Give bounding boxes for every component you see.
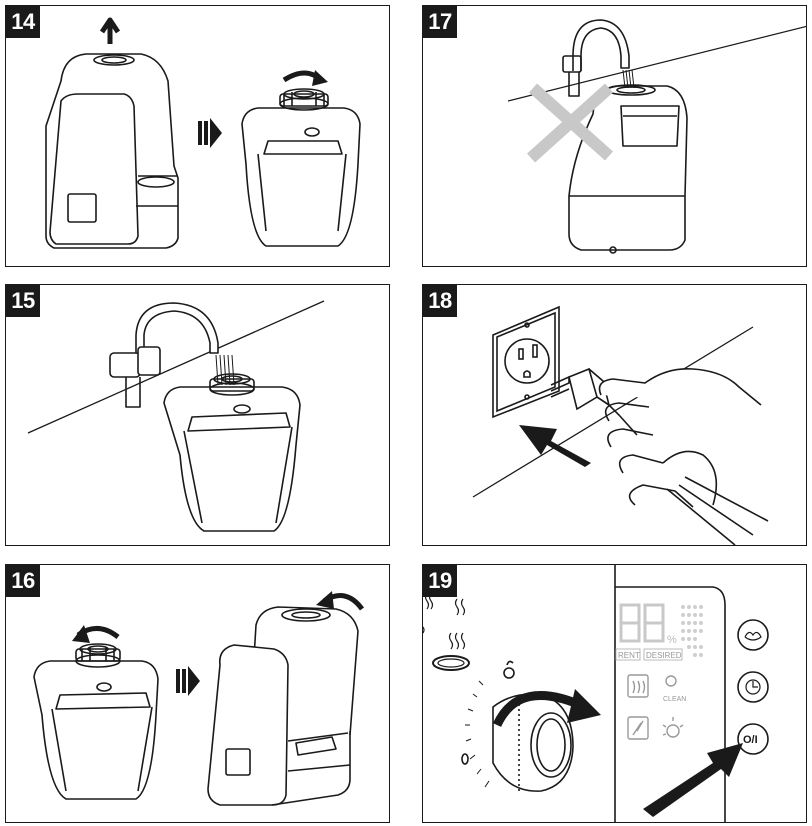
step-15-panel: 15 (5, 284, 390, 546)
ionizer-icon (627, 716, 649, 740)
lcd-digits (619, 603, 665, 643)
step-number: 15 (6, 285, 40, 317)
lcd-level-dots (681, 605, 703, 657)
step-number: 17 (423, 6, 457, 38)
next-arrow-icon (198, 118, 222, 148)
rotate-arrow-icon (492, 690, 587, 728)
step-number: 19 (423, 565, 457, 597)
step-18-illustration (472, 305, 769, 545)
clean-icon (665, 675, 677, 687)
light-icon (666, 724, 680, 738)
step-16-panel: 16 (5, 564, 390, 823)
mist-button (737, 619, 769, 651)
dial-scale (465, 680, 490, 788)
prohibited-cross-icon (526, 83, 614, 163)
power-button (737, 723, 769, 755)
step-19-illustration: % RENT DESIRED CLEAN (423, 565, 769, 822)
lcd-percent: % (667, 634, 677, 646)
step-19-panel: 19 (422, 564, 807, 823)
press-arrow-icon (643, 743, 743, 817)
power-symbol: O/I (743, 734, 758, 746)
push-arrow-icon (519, 425, 591, 467)
wall-outlet-icon (492, 305, 560, 419)
timer-icon (745, 679, 761, 695)
step-number: 16 (6, 565, 40, 597)
step-17-panel: 17 (422, 5, 807, 267)
step-number: 14 (6, 6, 40, 38)
next-arrow-icon (176, 666, 200, 696)
hand-icon (598, 367, 769, 545)
timer-button (737, 671, 769, 703)
desired-label: DESIRED (646, 651, 682, 660)
current-label: RENT (618, 651, 640, 660)
step-14-illustration (45, 17, 361, 249)
steam-level-icons (423, 592, 470, 671)
up-arrow-icon (99, 17, 121, 44)
cloud-icon (744, 631, 762, 641)
step-18-panel: 18 (422, 284, 807, 546)
step-14-panel: 14 (5, 5, 390, 267)
step-number: 18 (423, 285, 457, 317)
step-15-illustration (27, 300, 325, 532)
step-16-illustration (33, 591, 365, 806)
clean-label: CLEAN (663, 696, 686, 703)
step-17-illustration (507, 19, 806, 254)
heater-icon (627, 674, 649, 698)
